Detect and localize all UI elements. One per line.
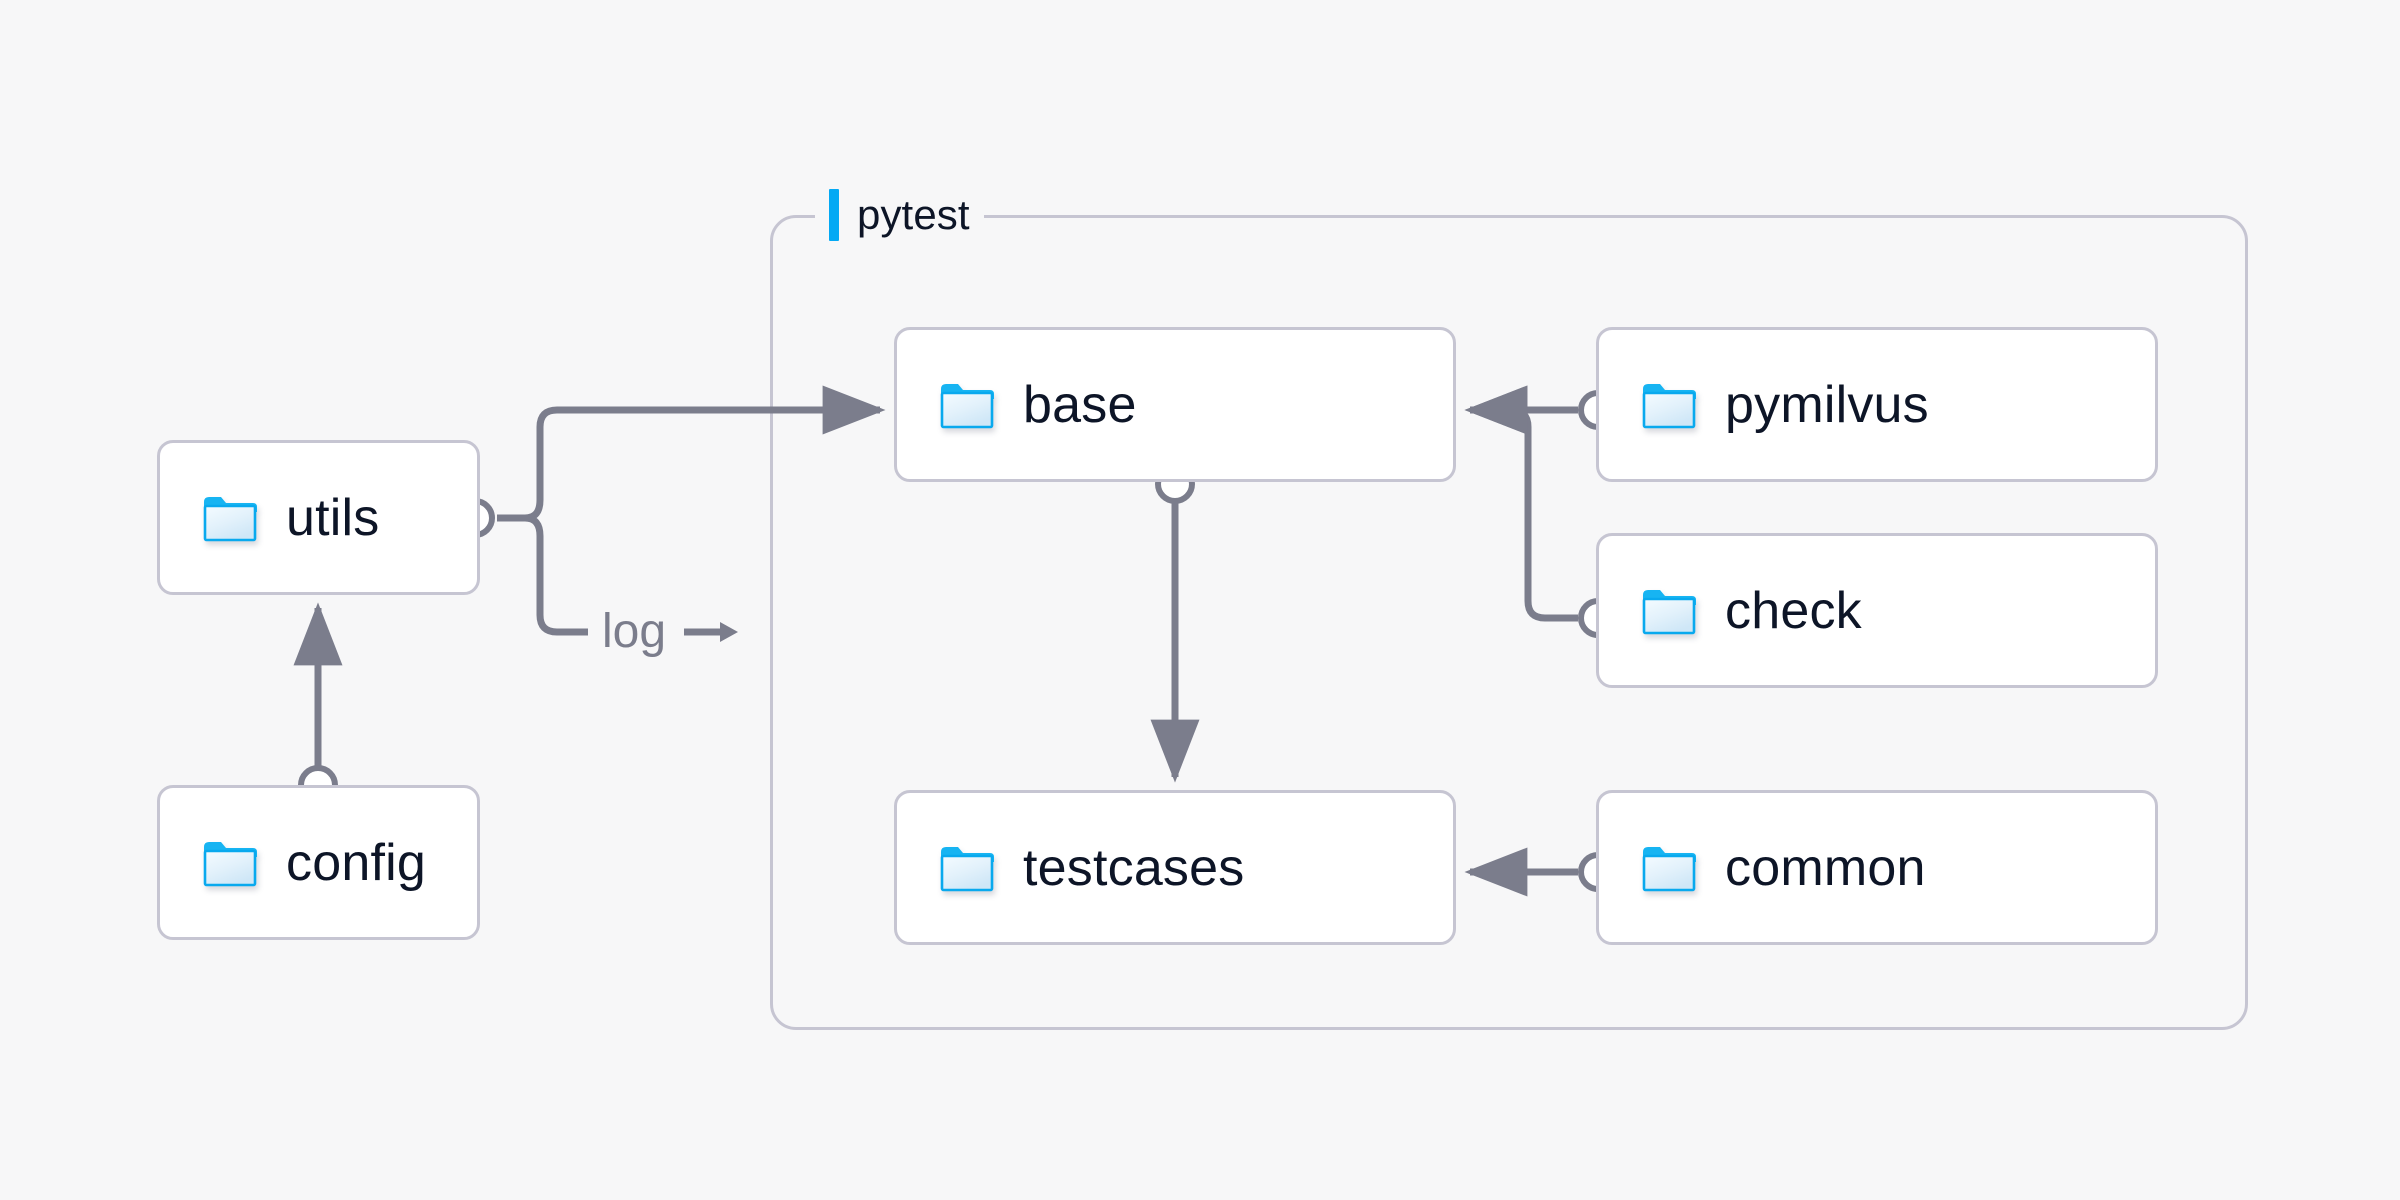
folder-icon [1642,589,1696,634]
node-label-utils: utils [286,488,380,547]
folder-icon [940,846,994,891]
folder-icon [940,383,994,428]
node-label-testcases: testcases [1023,838,1245,897]
pytest-group-container[interactable] [770,215,2248,1030]
right-arrow-icon [684,622,739,642]
node-label-base: base [1023,375,1137,434]
node-base[interactable]: base [894,327,1456,482]
group-label-text: pytest [857,191,970,238]
node-label-check: check [1725,581,1862,640]
folder-icon [203,841,257,886]
node-label-common: common [1725,838,1926,897]
node-label-config: config [286,833,426,892]
node-check[interactable]: check [1596,533,2158,688]
node-common[interactable]: common [1596,790,2158,945]
node-testcases[interactable]: testcases [894,790,1456,945]
edge-utils-to-pytest-log [497,514,592,636]
group-accent-bar-icon [829,189,839,241]
folder-icon [203,496,257,541]
pytest-group-label: pytest [815,188,984,242]
node-label-pymilvus: pymilvus [1725,375,1929,434]
folder-icon [1642,383,1696,428]
node-utils[interactable]: utils [157,440,480,595]
node-config[interactable]: config [157,785,480,940]
edge-label-log-text: log [602,605,667,658]
folder-icon [1642,846,1696,891]
edge-label-log: log [588,601,753,663]
node-pymilvus[interactable]: pymilvus [1596,327,2158,482]
